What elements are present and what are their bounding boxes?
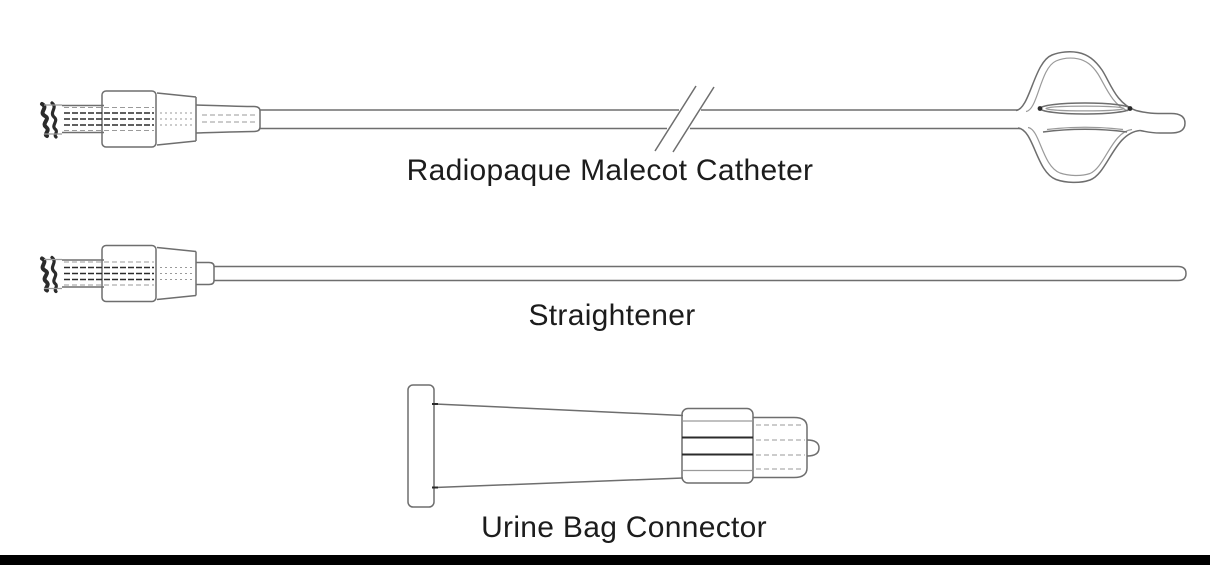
malecot-lower-slit-line-inner	[1046, 126, 1124, 131]
urine-bag-connector-drawing	[407, 384, 820, 508]
malecot-slit-inner	[1045, 105, 1125, 112]
straightener-step	[196, 261, 215, 286]
malecot-lower-wing-outer	[1017, 127, 1141, 184]
urine-bag-connector-label: Urine Bag Connector	[481, 511, 767, 544]
malecot-slit-opening	[1039, 102, 1131, 115]
catheter-distal-tip	[1135, 109, 1186, 134]
connector-nub	[806, 439, 820, 457]
connector-barrel	[681, 407, 754, 484]
connector-cap-thread-dashes	[756, 424, 805, 470]
connector-barrel-dark-ribs	[682, 436, 753, 456]
malecot-upper-wing-outer	[1015, 51, 1137, 112]
malecot-lower-slit-line	[1042, 128, 1128, 133]
malecot-upper-wing-inner	[1025, 57, 1129, 113]
straightener-drawing	[40, 243, 1187, 304]
catheter-strain-relief-dashes	[202, 114, 256, 123]
catheter-shaft	[260, 109, 1020, 130]
malecot-catheter-drawing	[40, 51, 1186, 184]
straightener-hub	[40, 243, 198, 304]
malecot-slit-end-dot	[1127, 106, 1133, 111]
straightener-shaft	[214, 265, 1187, 282]
footer-bar	[0, 555, 1210, 565]
connector-cap	[753, 416, 808, 479]
straightener-label: Straightener	[528, 299, 696, 332]
malecot-tip	[1015, 51, 1186, 184]
connector-cone-junction-ticks	[432, 403, 438, 489]
connector-barrel-light-ribs	[683, 420, 752, 472]
tube-break-icon	[654, 85, 715, 153]
malecot-lower-wing-inner	[1027, 126, 1133, 177]
connector-flange	[407, 384, 435, 508]
catheter-strain-relief	[195, 104, 261, 134]
malecot-slit-end-dot	[1037, 106, 1043, 111]
catheter-hub	[40, 89, 198, 149]
connector-cone	[434, 403, 684, 489]
malecot-catheter-label: Radiopaque Malecot Catheter	[406, 154, 814, 187]
